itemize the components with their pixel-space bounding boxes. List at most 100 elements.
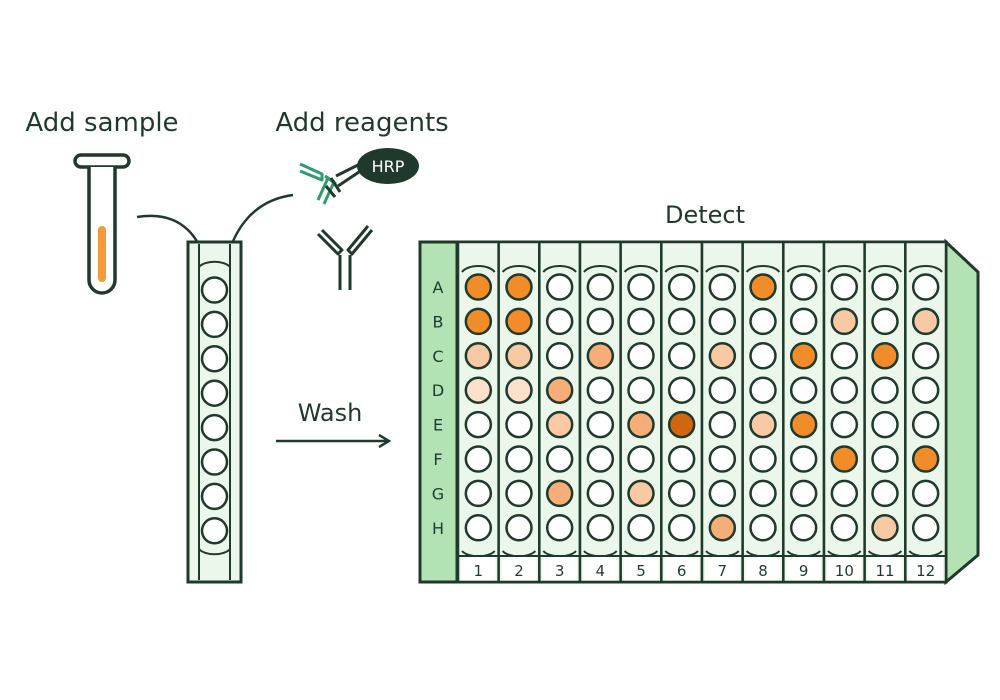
plate-well: [871, 479, 899, 508]
plate-well: [627, 307, 655, 336]
plate-well: [627, 479, 655, 508]
plate-well: [749, 307, 777, 336]
plate-well: [505, 342, 533, 370]
plate-well: [830, 273, 859, 301]
column-label: 7: [718, 562, 728, 580]
plate-well: [545, 479, 574, 508]
plate-well: [830, 479, 859, 508]
column-label: 11: [875, 562, 894, 580]
plate-well: [586, 445, 615, 473]
plate-well: [627, 376, 655, 404]
plate-well: [871, 342, 899, 370]
plate-well: [911, 273, 940, 301]
plate-well: [749, 273, 777, 301]
plate-well: [667, 307, 696, 336]
plate-well: [911, 410, 940, 439]
plate-well: [911, 445, 940, 473]
column-label: 5: [636, 562, 646, 580]
column-label: 8: [758, 562, 768, 580]
plate-well: [545, 273, 574, 301]
plate-well: [708, 342, 737, 370]
plate-well: [667, 514, 696, 542]
plate-well: [464, 410, 493, 439]
plate-well: [871, 445, 899, 473]
plate-well: [911, 376, 940, 404]
row-label: H: [432, 519, 444, 538]
plate-well: [789, 307, 818, 336]
detect-label: Detect: [665, 201, 745, 229]
row-label: E: [433, 416, 443, 435]
hrp-badge: [357, 148, 419, 184]
plate-well: [545, 410, 574, 439]
plate-well: [789, 514, 818, 542]
strip-well: [200, 448, 229, 476]
column-label: 6: [677, 562, 687, 580]
column-label: 1: [474, 562, 484, 580]
plate-well: [545, 376, 574, 404]
plate-well: [667, 273, 696, 301]
plate-well: [749, 479, 777, 508]
plate-well: [708, 273, 737, 301]
plate-well: [789, 342, 818, 370]
plate-well: [871, 514, 899, 542]
plate-well: [830, 307, 859, 336]
plate-well: [708, 307, 737, 336]
plate-well: [505, 445, 533, 473]
plate-well: [586, 514, 615, 542]
column-label: 4: [596, 562, 606, 580]
plate-well: [586, 273, 615, 301]
plate-well: [667, 410, 696, 439]
plate-well: [789, 479, 818, 508]
plate-well: [749, 445, 777, 473]
plate-well: [871, 376, 899, 404]
row-label: D: [432, 381, 444, 400]
strip-well: [200, 413, 229, 442]
strip-well: [200, 482, 229, 511]
plate-well: [667, 479, 696, 508]
row-label: G: [432, 484, 444, 503]
plate-well: [708, 410, 737, 439]
plate-well: [789, 410, 818, 439]
antibody-icon: [316, 225, 374, 290]
plate-end-tab: [944, 238, 980, 586]
plate-well: [749, 376, 777, 404]
plate-well: [911, 514, 940, 542]
plate-well: [505, 410, 533, 439]
plate-well: [545, 514, 574, 542]
plate-well: [911, 479, 940, 508]
plate-well: [708, 376, 737, 404]
wash-arrow: [276, 433, 392, 449]
plate-well: [830, 514, 859, 542]
plate-well: [667, 376, 696, 404]
plate-well: [789, 376, 818, 404]
plate-well: [505, 514, 533, 542]
plate-well: [545, 342, 574, 370]
plate-well: [627, 273, 655, 301]
column-label: 2: [514, 562, 524, 580]
plate-well: [627, 514, 655, 542]
plate-well: [464, 273, 493, 301]
plate-well: [708, 514, 737, 542]
plate-well: [627, 410, 655, 439]
plate-well: [464, 479, 493, 508]
plate-well: [830, 445, 859, 473]
strip-well: [200, 379, 229, 407]
add-sample-label: Add sample: [25, 108, 178, 138]
plate-well: [667, 342, 696, 370]
plate-well: [830, 342, 859, 370]
plate-well: [505, 376, 533, 404]
plate-well: [708, 479, 737, 508]
plate-well: [505, 307, 533, 336]
plate-well: [789, 445, 818, 473]
plate-well: [545, 445, 574, 473]
plate-well: [505, 273, 533, 301]
plate-well: [586, 479, 615, 508]
plate-well: [871, 307, 899, 336]
plate-well: [464, 376, 493, 404]
plate-well: [464, 514, 493, 542]
add-reagents-label: Add reagents: [275, 108, 448, 138]
plate-well: [505, 479, 533, 508]
plate-well: [586, 410, 615, 439]
sample-liquid: [98, 226, 106, 282]
